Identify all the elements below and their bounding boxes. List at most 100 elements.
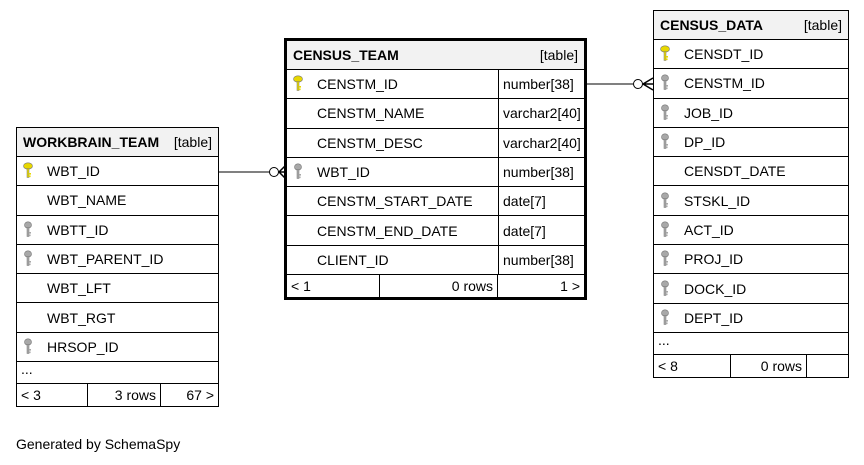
column-row[interactable]: WBT_RGT bbox=[17, 303, 218, 333]
column-row[interactable]: CENSTM_ID bbox=[654, 69, 848, 99]
children-count[interactable]: 67 > bbox=[160, 384, 218, 407]
primary-key-icon bbox=[660, 45, 684, 63]
table-footer: < 3 3 rows 67 > bbox=[17, 384, 218, 407]
column-name: JOB_ID bbox=[684, 104, 734, 121]
foreign-key-icon bbox=[660, 104, 684, 122]
column-row[interactable]: HRSOP_ID bbox=[17, 333, 218, 363]
children-count[interactable] bbox=[806, 354, 848, 377]
column-cell: CENSTM_ID bbox=[654, 69, 848, 97]
column-cell: WBT_ID bbox=[17, 157, 218, 185]
more-columns: ... bbox=[654, 333, 848, 355]
column-cell: DOCK_ID bbox=[654, 274, 848, 302]
column-cell: CENSTM_ID bbox=[287, 70, 498, 98]
column-name: CENSTM_DESC bbox=[317, 134, 423, 151]
column-row[interactable]: CENSDT_DATE bbox=[654, 157, 848, 187]
parents-count[interactable]: < 8 bbox=[658, 357, 678, 374]
column-name: WBT_PARENT_ID bbox=[47, 251, 164, 268]
table-type: [table] bbox=[539, 47, 578, 63]
foreign-key-icon bbox=[660, 221, 684, 239]
column-row[interactable]: PROJ_ID bbox=[654, 245, 848, 275]
column-row[interactable]: JOB_ID bbox=[654, 99, 848, 128]
column-row[interactable]: CENSTM_DESC varchar2[40] bbox=[287, 128, 584, 158]
table-workbrain-team[interactable]: WORKBRAIN_TEAM [table] WBT_ID WBT_NAME WBT… bbox=[16, 127, 219, 408]
column-cell: WBT_LFT bbox=[17, 274, 218, 302]
column-row[interactable]: WBT_NAME bbox=[17, 186, 218, 216]
column-cell: DEPT_ID bbox=[654, 304, 848, 332]
more-columns: ... bbox=[17, 362, 218, 385]
column-row[interactable]: CENSTM_START_DATE date[7] bbox=[287, 187, 584, 217]
column-row[interactable]: WBT_ID bbox=[17, 157, 218, 187]
column-name: PROJ_ID bbox=[684, 251, 744, 268]
column-name: CENSTM_ID bbox=[317, 76, 398, 93]
column-name: STSKL_ID bbox=[684, 192, 751, 209]
parents-count[interactable]: < 3 bbox=[21, 387, 41, 404]
table-type: [table] bbox=[173, 134, 212, 150]
column-name: WBT_NAME bbox=[47, 192, 127, 209]
column-cell: WBT_ID bbox=[287, 158, 498, 186]
column-cell: WBT_PARENT_ID bbox=[17, 245, 218, 273]
children-count[interactable]: 1 > bbox=[497, 275, 584, 298]
column-datatype: number[38] bbox=[498, 70, 584, 99]
column-cell: CLIENT_ID bbox=[287, 246, 498, 274]
column-datatype: varchar2[40] bbox=[498, 128, 584, 157]
foreign-key-icon bbox=[660, 250, 684, 268]
column-cell: CENSDT_DATE bbox=[654, 157, 848, 185]
table-header: CENSUS_TEAM [table] bbox=[287, 41, 584, 70]
column-datatype: number[38] bbox=[498, 157, 584, 187]
column-cell: DP_ID bbox=[654, 128, 848, 156]
column-name: DP_ID bbox=[684, 134, 726, 151]
primary-key-icon bbox=[293, 75, 317, 93]
relationship-crowfoot bbox=[642, 77, 654, 91]
column-datatype: date[7] bbox=[498, 187, 584, 216]
column-row[interactable]: WBT_PARENT_ID bbox=[17, 245, 218, 275]
column-cell: WBT_RGT bbox=[17, 303, 218, 331]
column-row[interactable]: WBT_LFT bbox=[17, 274, 218, 304]
column-row[interactable]: WBT_ID number[38] bbox=[287, 157, 584, 188]
column-datatype: date[7] bbox=[498, 216, 584, 245]
column-name: DOCK_ID bbox=[684, 280, 747, 297]
column-cell: ACT_ID bbox=[654, 216, 848, 244]
parents-count[interactable]: < 1 bbox=[291, 278, 311, 295]
foreign-key-icon bbox=[23, 250, 47, 268]
foreign-key-icon bbox=[660, 74, 684, 92]
table-name: CENSUS_DATA bbox=[660, 17, 763, 33]
column-cell: CENSTM_END_DATE bbox=[287, 216, 498, 244]
column-name: CENSTM_ID bbox=[684, 75, 765, 92]
column-cell: JOB_ID bbox=[654, 99, 848, 127]
row-count: 0 rows bbox=[730, 354, 806, 377]
column-cell: CENSTM_NAME bbox=[287, 99, 498, 127]
column-row[interactable]: DP_ID bbox=[654, 128, 848, 158]
table-header: WORKBRAIN_TEAM [table] bbox=[17, 128, 218, 157]
column-cell: PROJ_ID bbox=[654, 245, 848, 273]
foreign-key-icon bbox=[660, 280, 684, 298]
table-footer: < 1 0 rows 1 > bbox=[287, 275, 584, 298]
column-row[interactable]: DOCK_ID bbox=[654, 274, 848, 304]
primary-key-icon bbox=[23, 162, 47, 180]
column-name: CENSDT_ID bbox=[684, 46, 764, 63]
foreign-key-icon bbox=[660, 133, 684, 151]
column-row[interactable]: CENSTM_ID number[38] bbox=[287, 70, 584, 100]
column-name: CENSDT_DATE bbox=[684, 163, 786, 180]
column-row[interactable]: STSKL_ID bbox=[654, 186, 848, 216]
foreign-key-icon bbox=[293, 163, 317, 181]
column-row[interactable]: CENSDT_ID bbox=[654, 40, 848, 70]
column-cell: WBTT_ID bbox=[17, 216, 218, 244]
foreign-key-icon bbox=[660, 309, 684, 327]
column-row[interactable]: WBTT_ID bbox=[17, 216, 218, 245]
column-name: ACT_ID bbox=[684, 221, 734, 238]
column-datatype: varchar2[40] bbox=[498, 99, 584, 128]
column-name: CLIENT_ID bbox=[317, 251, 389, 268]
column-name: WBT_ID bbox=[317, 164, 370, 181]
table-name: WORKBRAIN_TEAM bbox=[23, 134, 160, 150]
column-row[interactable]: ACT_ID bbox=[654, 216, 848, 246]
column-row[interactable]: DEPT_ID bbox=[654, 304, 848, 333]
column-name: WBT_ID bbox=[47, 163, 100, 180]
column-name: HRSOP_ID bbox=[47, 338, 119, 355]
column-name: CENSTM_START_DATE bbox=[317, 193, 473, 210]
